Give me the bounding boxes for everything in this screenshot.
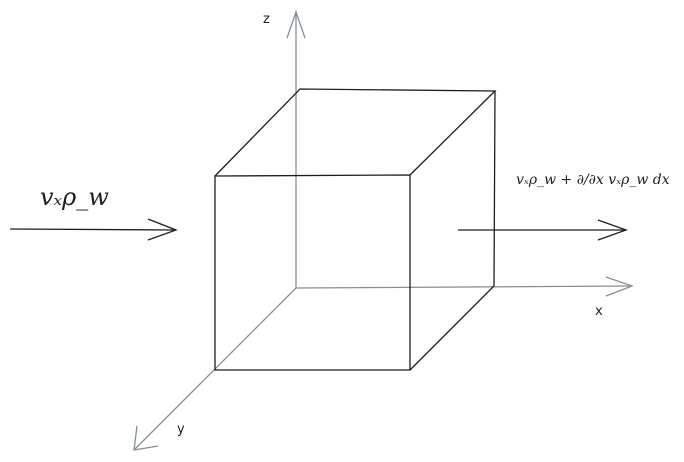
inflow-label: vₓρ_w (40, 183, 109, 211)
outflow-arrowhead (597, 219, 628, 241)
y-axis-arrowhead (133, 425, 159, 451)
y-axis-label: y (177, 422, 185, 437)
cube-right-face (409, 90, 496, 371)
inflow-arrow (9, 228, 177, 231)
z-axis-label: z (263, 12, 270, 27)
cube-top-face (214, 88, 497, 177)
inflow-arrowhead (147, 218, 178, 241)
x-axis-arrowhead (605, 276, 634, 297)
flux-arrows (9, 218, 628, 241)
cube (214, 88, 497, 371)
outflow-label: vₓρ_w + ∂/∂x vₓρ_w dx (516, 172, 670, 188)
z-axis-arrowhead (286, 10, 306, 39)
cube-front-face (214, 174, 411, 371)
x-axis (295, 285, 633, 289)
axes (133, 10, 634, 451)
x-axis-label: x (595, 304, 603, 319)
